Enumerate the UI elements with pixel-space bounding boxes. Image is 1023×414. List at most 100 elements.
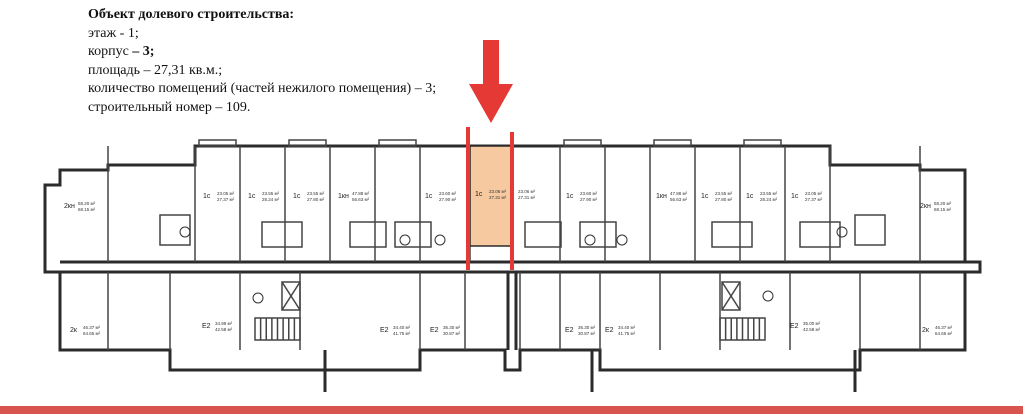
bathroom [579,221,617,248]
unit-area-1: 23.55 м² [760,191,778,196]
bottom-bar [0,406,1023,414]
unit-area-1: 47.88 м² [670,191,688,196]
wheelchair-icon [179,226,191,238]
loggia [563,139,602,147]
unit-area-1: 34.40 м² [618,325,636,330]
object-info: Объект долевого строительства: этаж - 1;… [88,6,436,118]
unit-area-1: 36.30 м² [443,325,461,330]
unit-area-1: 23.05 м² [217,191,235,196]
highlighted-unit[interactable] [469,145,513,247]
unit-area-2: 27.80 м² [307,197,325,202]
unit-area-1: 23.05 м² [805,191,823,196]
unit-area-2: 42.58 м² [215,327,233,332]
info-rooms: количество помещений (частей нежилого по… [88,81,437,97]
unit-area-2: 56.63 м² [670,197,688,202]
unit-type: 1кн [338,193,349,200]
unit-type: 1с [791,193,799,200]
unit-area-2: 56.63 м² [352,197,370,202]
unit-area-2: 68.15 м² [934,207,952,212]
unit-area-1: 23.55 м² [307,191,325,196]
unit-area-2: 42.58 м² [803,327,821,332]
wheelchair-icon [762,290,774,302]
unit-area-1: 46.37 м² [935,325,953,330]
unit-type: 2к [922,327,930,334]
wheelchair-icon [434,234,446,246]
wheelchair-icon [616,234,628,246]
unit-type: 1с [248,193,256,200]
loggia [378,139,417,147]
unit-area-2: 64.65 м² [83,331,101,336]
unit-area-1: 36.30 м² [578,325,596,330]
unit-type: 1с [475,191,483,198]
unit-area-2: 30.87 м² [443,331,461,336]
info-building-value: – 3; [132,44,155,60]
unit-area-1: 46.37 м² [83,325,101,330]
unit-type: 2к [70,327,78,334]
unit-area-1: 23.06 м² [489,189,507,194]
unit-area-2: 27.37 м² [217,197,235,202]
unit-type: Е2 [202,323,211,330]
loggia [198,139,237,147]
unit-type: 1кн [656,193,667,200]
info-title: Объект долевого строительства: [88,7,295,22]
loggia [653,139,692,147]
unit-type: 2кн [64,203,75,210]
unit-type: 1с [425,193,433,200]
bathroom [854,214,886,246]
unit-type: Е2 [565,327,574,334]
bathroom [524,221,562,248]
bathroom [159,214,191,246]
unit-area-1: 34.40 м² [393,325,411,330]
unit-area-1: 58.20 м² [934,201,952,206]
bathroom [261,221,303,248]
info-building: корпус – 3; [88,43,436,62]
unit-area-1: 23.06 м² [518,189,536,194]
unit-type: 1с [566,193,574,200]
bathroom [711,221,753,248]
unit-area-1: 23.60 м² [580,191,598,196]
unit-area-2: 41.75 м² [393,331,411,336]
unit-area-1: 47.88 м² [352,191,370,196]
unit-area-1: 34.99 м² [215,321,233,326]
elevator-cross [721,281,741,311]
unit-type: Е2 [790,323,799,330]
unit-area-1: 58.20 м² [78,201,96,206]
unit-area-2: 27.90 м² [580,197,598,202]
plan-partitions [107,139,921,350]
unit-type: 1с [746,193,754,200]
unit-area-2: 27.90 м² [439,197,457,202]
unit-area-1: 23.60 м² [439,191,457,196]
unit-area-1: 23.55 м² [262,191,280,196]
loggia [743,139,782,147]
elevator-shaft [721,281,741,311]
bathroom [349,221,387,248]
unit-type: 2кн [920,203,931,210]
unit-area-2: 41.75 м² [618,331,636,336]
unit-type: Е2 [430,327,439,334]
unit-type: 1с [293,193,301,200]
arrow-down-icon [469,40,513,123]
loggia [288,139,327,147]
unit-area-2: 30.87 м² [578,331,596,336]
unit-area-2: 28.24 м² [760,197,778,202]
